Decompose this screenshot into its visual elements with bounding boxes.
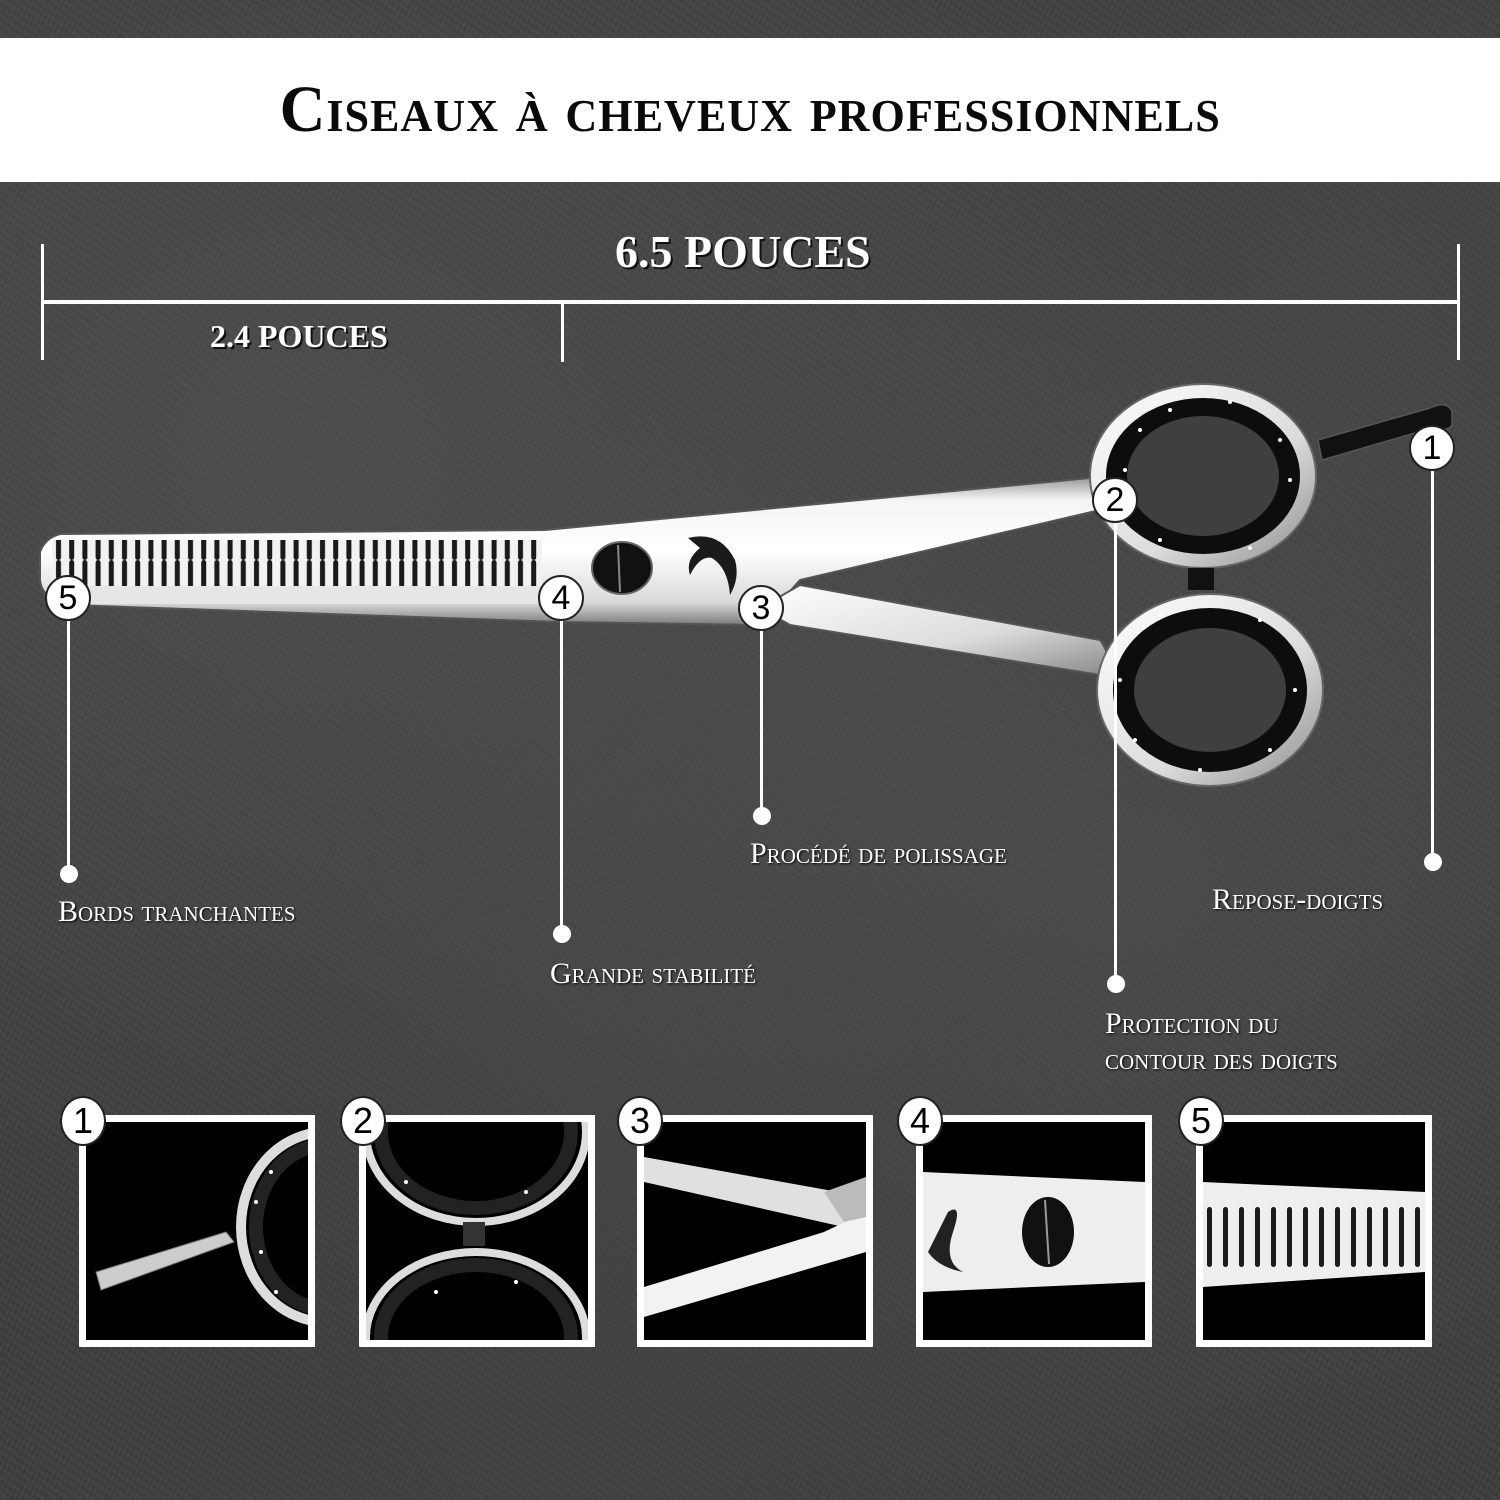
callout-4-dot xyxy=(553,925,571,943)
total-length-label: 6.5 POUCES xyxy=(615,226,871,277)
callout-5-dot xyxy=(60,865,78,883)
callout-1-leader xyxy=(1431,470,1434,862)
thumbnail-polishing xyxy=(637,1115,873,1347)
finger-rest-closeup-icon xyxy=(95,1129,308,1325)
callout-4-leader xyxy=(560,620,563,934)
thinning-teeth-closeup-icon xyxy=(1203,1182,1425,1287)
dimension-blade-tick xyxy=(561,302,564,362)
thumbnail-5-badge: 5 xyxy=(1178,1096,1224,1146)
dimension-left-tick xyxy=(41,244,44,360)
callout-3-badge: 3 xyxy=(738,585,784,631)
title-banner: Ciseaux à cheveux professionnels xyxy=(0,38,1500,182)
callout-2-label-line2: contour des doigts xyxy=(1105,1043,1338,1076)
callout-5-leader xyxy=(67,620,70,874)
callout-5-label: Bords tranchantes xyxy=(58,895,296,928)
callout-1-label: Repose-doigts xyxy=(1212,883,1384,916)
callout-5-badge: 5 xyxy=(45,575,91,621)
callout-4-label: Grande stabilité xyxy=(550,957,756,990)
callout-1-badge: 1 xyxy=(1409,425,1455,471)
callout-3-leader xyxy=(760,630,763,816)
thumbnail-1-badge: 1 xyxy=(60,1096,106,1146)
dimension-total-line xyxy=(42,300,1460,304)
polished-shank-closeup-icon xyxy=(644,1157,866,1317)
callout-2-dot xyxy=(1107,975,1125,993)
callout-2-badge: 2 xyxy=(1092,477,1138,523)
callout-2-leader xyxy=(1114,522,1117,984)
thumbnail-finger-contour xyxy=(359,1115,595,1347)
blade-length-label: 2.4 POUCES xyxy=(210,318,388,354)
thumbnail-3-badge: 3 xyxy=(617,1096,663,1146)
ring-contour-closeup-icon xyxy=(366,1122,588,1340)
callout-3-dot xyxy=(753,807,771,825)
dimension-right-tick xyxy=(1457,244,1460,360)
callout-1-dot xyxy=(1424,853,1442,871)
callout-2-label-line1: Protection du xyxy=(1105,1007,1279,1040)
thumbnail-sharp-edges xyxy=(1196,1115,1432,1347)
thumbnail-2-badge: 2 xyxy=(340,1096,386,1146)
callout-3-label: Procédé de polissage xyxy=(750,837,1007,870)
thumbnail-4-badge: 4 xyxy=(897,1096,943,1146)
pivot-screw-closeup-icon xyxy=(923,1172,1145,1292)
page-title: Ciseaux à cheveux professionnels xyxy=(279,73,1221,146)
callout-4-badge: 4 xyxy=(538,575,584,621)
thumbnail-stability xyxy=(916,1115,1152,1347)
thumbnail-finger-rest xyxy=(79,1115,315,1347)
